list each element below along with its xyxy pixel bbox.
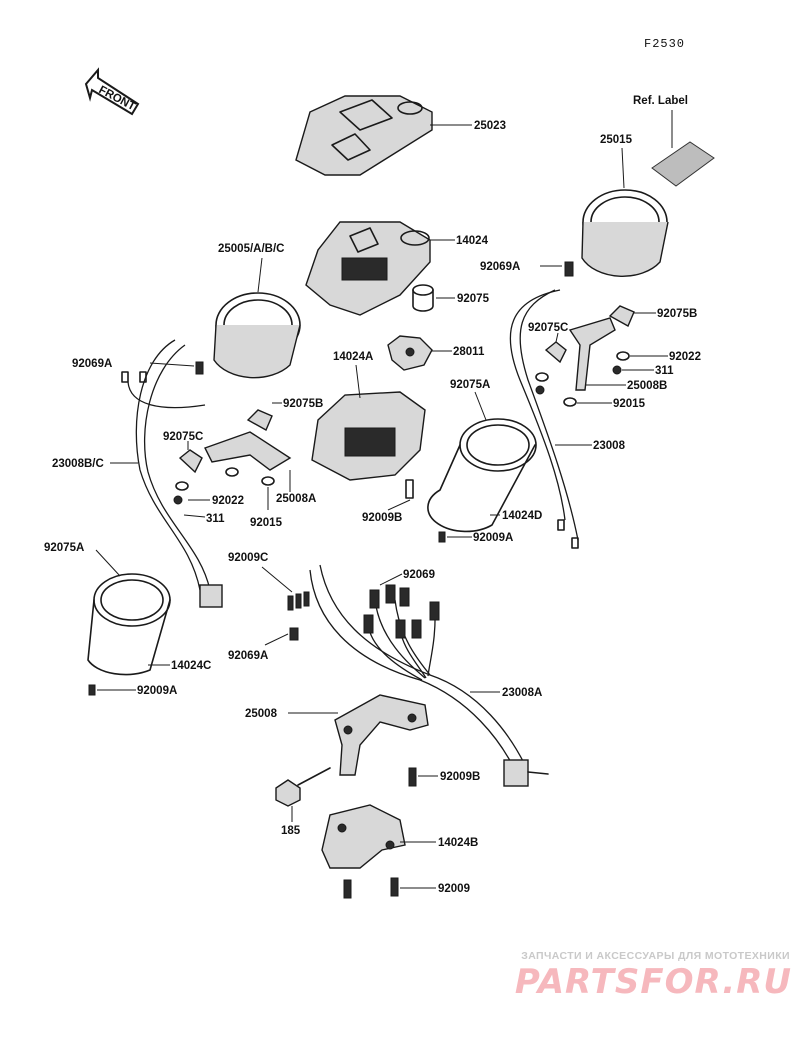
front-arrow-icon: FRONT: [84, 67, 140, 116]
screw-92009B-bottom: 92009B: [408, 767, 480, 787]
label-92022-left: 92022: [212, 495, 244, 507]
label-92009A-right: 92009A: [473, 532, 513, 544]
label-14024B: 14024B: [438, 837, 478, 849]
meter-25005: 25005/A/B/C: [213, 243, 301, 379]
label-92009A-left: 92009A: [137, 685, 177, 697]
label-92075C-right: 92075C: [528, 322, 568, 334]
label-14024A: 14024A: [333, 351, 373, 363]
label-14024C: 14024C: [171, 660, 211, 672]
front-arrow-label: FRONT: [97, 84, 138, 113]
meter-cup-14024C: 92075A 14024C 92009A: [44, 542, 211, 697]
socket-92069A-bottom: 92069A: [228, 627, 299, 662]
meter-25015: 25015: [581, 134, 669, 277]
switch-28011: 28011: [387, 335, 485, 371]
label-25008A: 25008A: [276, 493, 316, 505]
meter-cover-25023: 25023: [295, 95, 506, 176]
label-92009C: 92009C: [228, 552, 268, 564]
bracket-25008: 25008: [245, 694, 429, 776]
meter-case-14024A: 14024A: [311, 351, 426, 481]
screws-92009: 92009: [343, 877, 470, 899]
harness-23008BC: 23008B/C: [52, 339, 223, 608]
cover-14024B: 14024B: [321, 804, 478, 869]
bolt-185: 185: [275, 767, 331, 837]
label-92069: 92069: [403, 569, 435, 581]
harness-23008: 23008: [509, 289, 626, 549]
meter-case-14024: 14024: [305, 221, 489, 316]
label-92075A-right: 92075A: [450, 379, 490, 391]
left-small-parts: 92069A 92075B 92075C 92022 25008A 311 92…: [72, 358, 323, 529]
diagram-code: F2530: [644, 37, 685, 51]
label-92009: 92009: [438, 883, 470, 895]
label-92015-right: 92015: [613, 398, 646, 410]
label-92075B-right: 92075B: [657, 308, 697, 320]
harness-23008A: 92069 23008A: [309, 564, 549, 787]
screws-92009C: 92009C: [228, 552, 310, 611]
label-28011: 28011: [453, 346, 485, 358]
label-25008B: 25008B: [627, 380, 667, 392]
label-25005: 25005/A/B/C: [218, 243, 284, 255]
label-311-left: 311: [206, 513, 225, 525]
meter-cup-14024D: 92075A 14024D 92009A: [427, 379, 542, 544]
label-92009B-mid: 92009B: [362, 512, 402, 524]
grommet-92075: 92075: [412, 284, 490, 312]
screw-92009B-mid: 92009B: [362, 479, 414, 524]
label-92075A-left: 92075A: [44, 542, 84, 554]
label-92069A-bottom: 92069A: [228, 650, 268, 662]
label-92069A-right: 92069A: [480, 261, 520, 273]
label-185: 185: [281, 825, 301, 837]
label-92069A-left: 92069A: [72, 358, 112, 370]
label-92022-right: 92022: [669, 351, 701, 363]
label-92009B-bottom: 92009B: [440, 771, 480, 783]
label-25008: 25008: [245, 708, 278, 720]
watermark-tagline: ЗАПЧАСТИ И АКСЕССУАРЫ ДЛЯ МОТОТЕХНИКИ: [521, 950, 790, 962]
label-23008: 23008: [593, 440, 626, 452]
label-25015: 25015: [600, 134, 633, 146]
label-23008BC: 23008B/C: [52, 458, 104, 470]
label-92075C-left: 92075C: [163, 431, 203, 443]
label-92015-left: 92015: [250, 517, 283, 529]
right-small-parts: 92069A 92075B 92075C 92022 311 25008B 92…: [480, 261, 701, 410]
label-25023: 25023: [474, 120, 506, 132]
ref-label-part: Ref. Label: [633, 95, 715, 187]
watermark-logo: PARTSFOR.RU: [514, 962, 792, 1002]
ref-label-text: Ref. Label: [633, 95, 688, 107]
label-14024: 14024: [456, 235, 489, 247]
label-92075: 92075: [457, 293, 490, 305]
label-311-right: 311: [655, 365, 674, 377]
label-14024D: 14024D: [502, 510, 542, 522]
label-23008A: 23008A: [502, 687, 542, 699]
label-92075B-left: 92075B: [283, 398, 323, 410]
